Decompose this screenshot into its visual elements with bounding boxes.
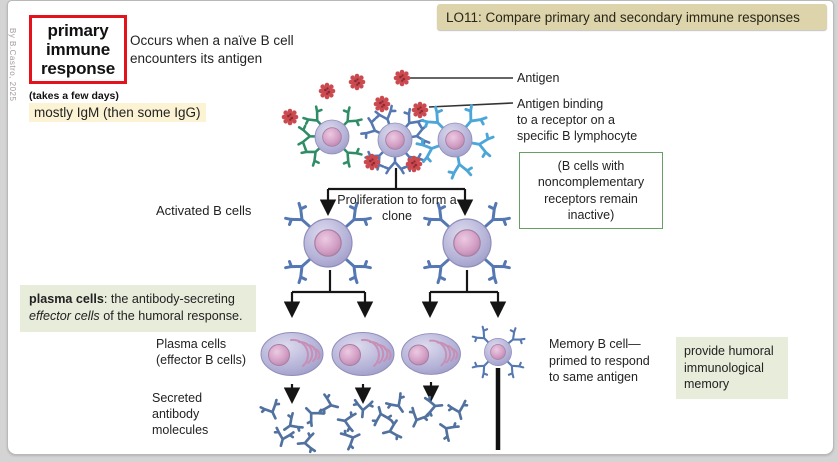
title-subtext: (takes a few days) [29,90,119,102]
definition-term: plasma cells [29,292,104,306]
memory-b-cell-label: Memory B cell— primed to respond to same… [549,337,650,384]
plasma-cells-definition: plasma cells: the antibody-secreting eff… [20,285,256,332]
learning-objective-banner: LO11: Compare primary and secondary immu… [437,4,827,30]
activated-b-cells-label: Activated B cells [156,203,252,218]
proliferation-label: Proliferation to form a clone [337,193,457,223]
plasma-cells-label: Plasma cells (effector B cells) [156,337,247,367]
noncomplementary-note-box: (B cells with noncomplementary receptors… [519,152,663,229]
intro-text: Occurs when a naïve B cell encounters it… [130,33,294,66]
secreted-antibody-label: Secreted antibody molecules [152,391,209,437]
antigen-label: Antigen [517,71,560,85]
antigen-binding-label: Antigen binding to a receptor on a speci… [517,97,638,143]
humoral-memory-note: provide humoral immunological memory [676,337,788,399]
page-title: primary immune response [29,15,127,85]
igm-note: mostly IgM (then some IgG) [29,103,206,122]
author-byline: By B.Castro, 2025 [8,28,17,102]
definition-italic: effector cells [29,309,100,324]
